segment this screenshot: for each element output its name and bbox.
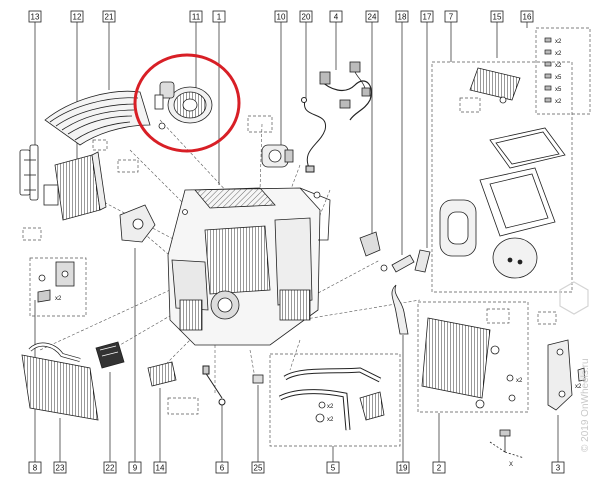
svg-text:1: 1: [217, 13, 222, 22]
part-12-cabin-filter: [54, 151, 107, 221]
group-frame-8: [29, 257, 87, 317]
part-22-resistor: [95, 341, 125, 369]
part-5-qty-a: x2: [327, 404, 334, 410]
axis-x-label: X: [509, 462, 513, 468]
callout-5: 5: [326, 446, 340, 474]
svg-text:x5: x5: [555, 87, 562, 93]
callout-20: 20: [299, 10, 313, 100]
part-8-expansion-valve: [37, 261, 75, 303]
svg-text:© 2019 OnWheels.ru: © 2019 OnWheels.ru: [580, 358, 591, 452]
callout-24: 24: [365, 10, 379, 235]
svg-text:6: 6: [220, 464, 225, 473]
svg-text:8: 8: [33, 464, 38, 473]
part-23-evaporator: [21, 342, 99, 421]
part-10-actuator: [261, 144, 294, 168]
part-15-grille: [469, 67, 521, 104]
svg-text:3: 3: [556, 464, 561, 473]
svg-text:19: 19: [399, 464, 408, 473]
part-17-pipe: [414, 249, 431, 273]
watermark: © 2019 OnWheels.ru: [559, 281, 591, 452]
part-9-flap-actuator: [119, 204, 156, 243]
callout-7: 7: [444, 10, 458, 62]
callout-19: 19: [396, 335, 410, 474]
group-frame-2: [417, 301, 529, 413]
group-frame-16: [535, 27, 591, 115]
svg-text:x5: x5: [555, 75, 562, 81]
callout-15: 15: [490, 10, 504, 58]
svg-text:25: 25: [254, 464, 263, 473]
part-2-heater-matrix: [421, 317, 516, 409]
svg-text:x2: x2: [555, 63, 562, 69]
svg-text:2: 2: [437, 464, 442, 473]
callout-3: 3: [551, 415, 565, 474]
callout-18: 18: [395, 10, 409, 255]
highlight-circle-blower: [133, 53, 241, 153]
svg-text:5: 5: [331, 464, 336, 473]
callout-9: 9: [128, 248, 142, 474]
svg-text:4: 4: [334, 13, 339, 22]
svg-text:18: 18: [398, 13, 407, 22]
part-8-qty: x2: [55, 296, 62, 302]
callout-21: 21: [102, 10, 116, 90]
callout-25: 25: [251, 385, 265, 474]
svg-text:10: 10: [277, 13, 286, 22]
callout-17: 17: [420, 10, 434, 248]
svg-text:14: 14: [156, 464, 165, 473]
part-4-wiring-harness: [319, 61, 372, 121]
svg-text:23: 23: [56, 464, 65, 473]
callout-11: 11: [189, 10, 203, 95]
callout-23: 23: [53, 418, 67, 474]
svg-text:24: 24: [368, 13, 377, 22]
svg-text:13: 13: [31, 13, 40, 22]
svg-text:20: 20: [302, 13, 311, 22]
svg-text:x2: x2: [555, 99, 562, 105]
part-19-drain-pipe: [391, 284, 409, 335]
svg-text:12: 12: [73, 13, 82, 22]
part-18-pipe: [391, 254, 415, 273]
svg-text:21: 21: [105, 13, 114, 22]
callout-22: 22: [103, 372, 117, 474]
svg-text:11: 11: [192, 13, 201, 22]
part-5-qty-b: x2: [327, 417, 334, 423]
screw-with-axis: [489, 429, 525, 459]
part-1-heater-housing: [167, 187, 331, 346]
part-21-air-duct: [44, 90, 151, 146]
callout-10: 10: [274, 10, 288, 150]
part-13-bracket: [19, 144, 59, 206]
part-2-qty-a: x2: [516, 378, 523, 384]
callout-6: 6: [215, 405, 229, 474]
part-5-coolant-pipes: [278, 367, 385, 431]
part-20-cable: [301, 97, 326, 173]
part-24-clip: [359, 231, 388, 272]
callout-2: 2: [432, 413, 446, 474]
part-3-bracket: [547, 339, 586, 411]
callout-16: 16: [520, 10, 534, 28]
svg-text:7: 7: [449, 13, 454, 22]
callout-4: 4: [329, 10, 343, 70]
svg-text:15: 15: [493, 13, 502, 22]
svg-text:17: 17: [423, 13, 432, 22]
svg-text:16: 16: [523, 13, 532, 22]
svg-text:22: 22: [106, 464, 115, 473]
part-11-blower-motor: [154, 81, 213, 130]
callout-1: 1: [212, 10, 226, 185]
group-frame-5: [269, 353, 401, 447]
svg-text:9: 9: [133, 464, 138, 473]
part-25-clip: [252, 374, 264, 384]
callout-13: 13: [28, 10, 42, 150]
part-7-seals: [439, 127, 566, 279]
part-6-temp-probe: [202, 365, 226, 406]
part-3-qty: x2: [575, 384, 582, 390]
svg-text:x2: x2: [555, 39, 562, 45]
group-frame-7: [431, 61, 573, 293]
small-dashed-frames: [22, 97, 557, 415]
part-16-fastener-kit: x2 x2 x2 x5 x5 x2: [544, 37, 562, 105]
callout-14: 14: [153, 388, 167, 474]
part-14-sensor: [147, 361, 177, 387]
svg-text:x2: x2: [555, 51, 562, 57]
